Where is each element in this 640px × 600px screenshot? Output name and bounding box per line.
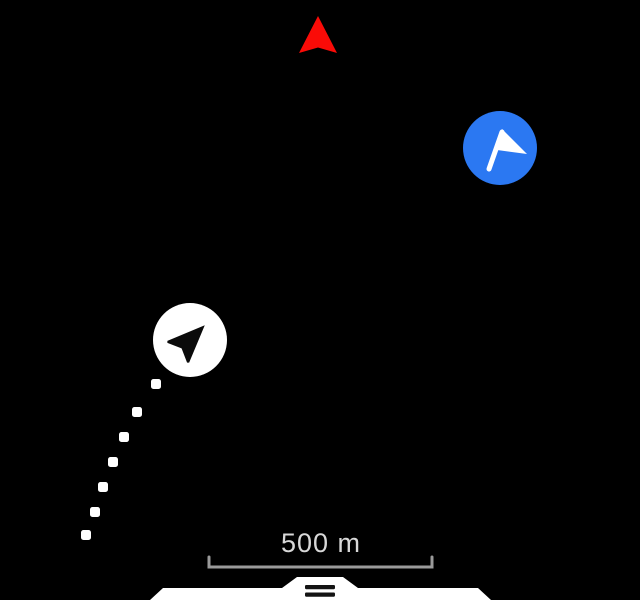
trail-dot <box>98 482 108 492</box>
user-location-marker[interactable] <box>153 303 227 377</box>
scale-label: 500 m <box>280 528 362 558</box>
trail-dot <box>90 507 100 517</box>
compass-north-needle-icon <box>299 16 337 53</box>
trail-dot <box>108 457 118 467</box>
bottom-sheet[interactable] <box>0 570 640 600</box>
destination-marker[interactable] <box>463 111 537 185</box>
trail-dot <box>151 379 161 389</box>
flag-icon <box>486 129 527 172</box>
navigation-arrow-icon <box>167 325 205 363</box>
trail-dot <box>132 407 142 417</box>
grabber-lines-icon[interactable] <box>305 585 335 597</box>
trail-dot <box>81 530 91 540</box>
trail-dot <box>119 432 129 442</box>
scale-bar-line <box>207 555 434 569</box>
